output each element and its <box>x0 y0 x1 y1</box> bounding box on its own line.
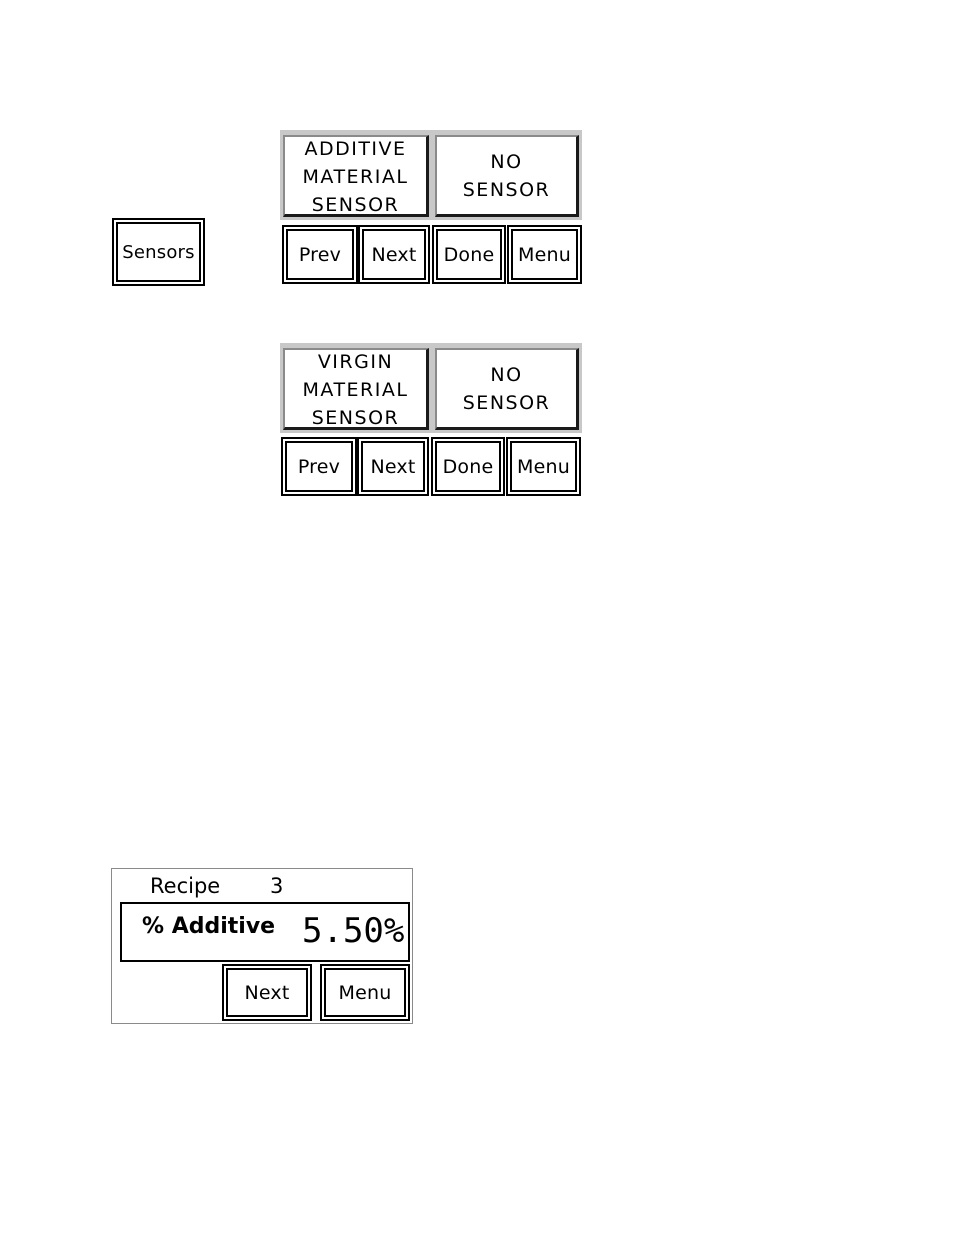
menu-button-label: Menu <box>517 456 570 478</box>
recipe-number: 3 <box>270 874 283 898</box>
done-button[interactable]: Done <box>432 225 506 284</box>
done-button[interactable]: Done <box>431 437 505 496</box>
prev-button-label: Prev <box>298 456 340 478</box>
next-button[interactable]: Next <box>222 964 312 1021</box>
additive-percent-label: % Additive <box>142 914 275 939</box>
sensor-status-field: NO SENSOR <box>435 135 579 217</box>
done-button-label: Done <box>443 456 494 478</box>
sensors-button-label: Sensors <box>122 242 194 263</box>
sensor-name-field: VIRGIN MATERIAL SENSOR <box>283 348 429 430</box>
next-button[interactable]: Next <box>357 437 429 496</box>
sensor-name-text: ADDITIVE MATERIAL SENSOR <box>303 135 409 217</box>
menu-button-label: Menu <box>518 244 571 266</box>
next-button-label: Next <box>371 244 416 266</box>
prev-button[interactable]: Prev <box>281 437 357 496</box>
sensor-name-field: ADDITIVE MATERIAL SENSOR <box>283 135 429 217</box>
menu-button[interactable]: Menu <box>320 964 410 1021</box>
prev-button-label: Prev <box>299 244 341 266</box>
prev-button[interactable]: Prev <box>282 225 358 284</box>
sensor-status-text: NO SENSOR <box>463 361 551 417</box>
next-button[interactable]: Next <box>358 225 430 284</box>
next-button-label: Next <box>370 456 415 478</box>
next-button-label: Next <box>244 982 289 1004</box>
sensors-button[interactable]: Sensors <box>112 218 205 286</box>
menu-button-label: Menu <box>339 982 392 1004</box>
sensor-status-field: NO SENSOR <box>435 348 579 430</box>
menu-button[interactable]: Menu <box>506 437 581 496</box>
done-button-label: Done <box>444 244 495 266</box>
recipe-title: Recipe <box>150 874 220 898</box>
sensor-status-text: NO SENSOR <box>463 148 551 204</box>
sensor-name-text: VIRGIN MATERIAL SENSOR <box>303 348 409 430</box>
additive-percent-value: 5.50% <box>302 911 404 951</box>
menu-button[interactable]: Menu <box>507 225 582 284</box>
